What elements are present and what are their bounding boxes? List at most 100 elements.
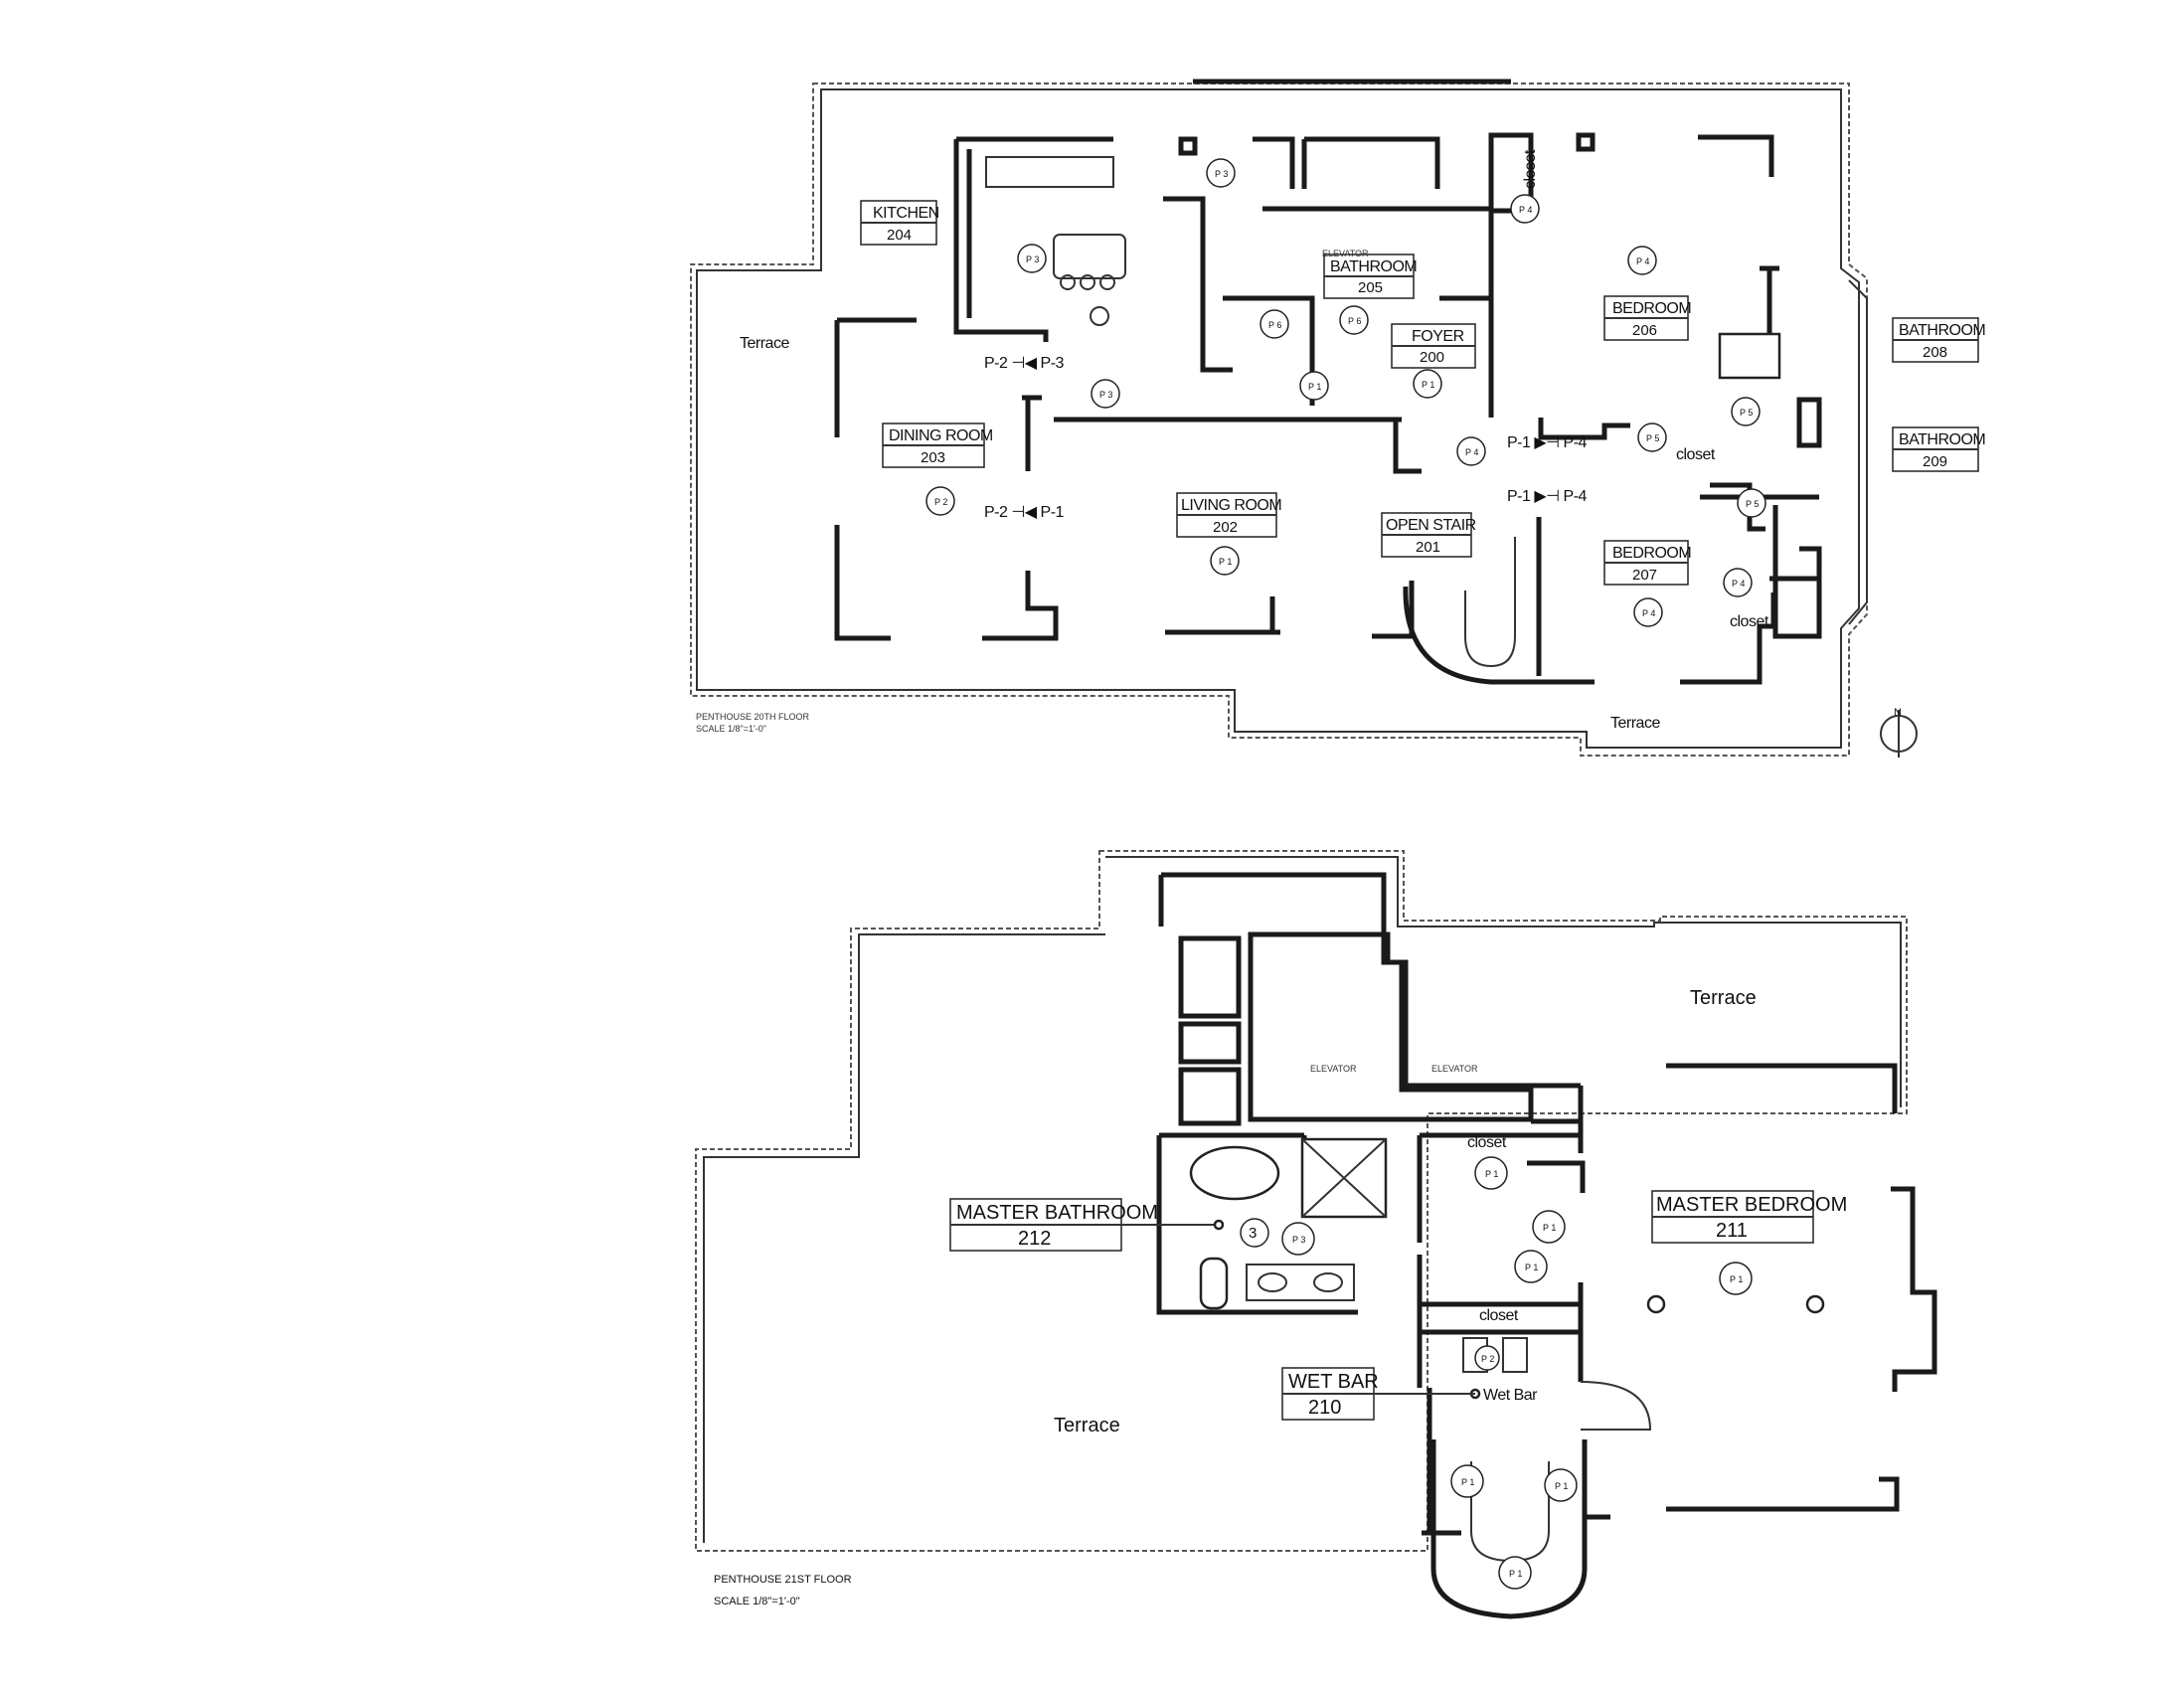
sink bbox=[1313, 1272, 1343, 1292]
tag-p4d: P 4 bbox=[1723, 568, 1753, 597]
room-number: 205 bbox=[1358, 279, 1383, 296]
room-name: OPEN STAIR bbox=[1386, 517, 1476, 534]
svg-text:P 4: P 4 bbox=[1519, 205, 1532, 215]
room-number: 204 bbox=[887, 227, 912, 244]
open-stair-u bbox=[1464, 537, 1516, 668]
floor-21-scale: SCALE 1/8"=1'-0" bbox=[714, 1596, 800, 1607]
closet-label-c: closet bbox=[1730, 613, 1769, 630]
terrace-outline-20-inner bbox=[696, 88, 1860, 749]
svg-text:P 1: P 1 bbox=[1485, 1169, 1498, 1179]
closet-label-a: closet bbox=[1522, 149, 1539, 189]
kitchen-island bbox=[1053, 234, 1126, 279]
finish-tags-21: 3 P 3 P 1 P 1 P 1 P 1 P 1 P 1 P 1 P 2 bbox=[1240, 1156, 1753, 1590]
room-name: DINING ROOM bbox=[889, 427, 993, 444]
room-name: WET BAR bbox=[1288, 1371, 1379, 1393]
room-name: KITCHEN bbox=[873, 205, 939, 222]
svg-text:P 1: P 1 bbox=[1461, 1477, 1474, 1487]
room-kitchen-204: KITCHEN 204 bbox=[860, 200, 939, 246]
kitchen-walls bbox=[953, 136, 1113, 342]
stool bbox=[1080, 274, 1095, 290]
tag-p4e: P 4 bbox=[1456, 436, 1486, 466]
elevator-note-20: ELEVATOR bbox=[1322, 249, 1369, 258]
terrace-outline-20 bbox=[690, 83, 1868, 757]
svg-text:3: 3 bbox=[1249, 1225, 1257, 1242]
room-number: 203 bbox=[921, 449, 945, 466]
bathtub-208 bbox=[1718, 332, 1781, 380]
tag-p4a: P 4 bbox=[1627, 246, 1657, 275]
elevation-ref-c: P-1 ▶⊣ P-4 bbox=[1507, 434, 1588, 451]
tag-p1f: P 1 bbox=[1544, 1468, 1578, 1502]
svg-text:P 4: P 4 bbox=[1636, 256, 1649, 266]
finish-tags-20: P 3 P 3 P 3 P 2 P 1 P 1 P 1 P 4 P 4 P 4 … bbox=[925, 158, 1766, 627]
terrace-outline-21 bbox=[695, 850, 1908, 1552]
room-number: 211 bbox=[1716, 1220, 1748, 1242]
tag-p6: P 6 bbox=[1260, 309, 1289, 339]
room-bathroom-209: BATHROOM 209 bbox=[1892, 426, 1986, 472]
tag-p2: P 2 bbox=[1474, 1345, 1500, 1371]
svg-text:P 1: P 1 bbox=[1555, 1481, 1568, 1491]
tag-p3c: P 3 bbox=[1206, 158, 1236, 188]
elevator-note-21a: ELEVATOR bbox=[1310, 1064, 1357, 1074]
marker-3: 3 bbox=[1240, 1218, 1269, 1248]
core-north-21 bbox=[1158, 872, 1581, 1089]
room-number: 209 bbox=[1923, 453, 1947, 470]
tag-p1e: P 1 bbox=[1450, 1464, 1484, 1498]
sink-bar bbox=[1502, 1337, 1528, 1373]
master-bed-walls bbox=[1666, 1063, 1937, 1512]
floor-20-scale: SCALE 1/8"=1'-0" bbox=[696, 724, 766, 734]
floor-20-plan: Terrace Terrace KITCHEN 204 BATHROOM 205… bbox=[690, 79, 1986, 758]
bath-208-outline bbox=[1848, 279, 1868, 625]
svg-text:P 4: P 4 bbox=[1642, 608, 1655, 618]
floor-21-plan: ELEVATOR ELEVATOR closet closet Wet Bar … bbox=[695, 850, 1937, 1619]
svg-text:P 2: P 2 bbox=[934, 497, 947, 507]
room-name: BATHROOM bbox=[1899, 431, 1985, 448]
north-core-20 bbox=[1253, 136, 1440, 189]
wet-bar-label: Wet Bar bbox=[1483, 1387, 1538, 1404]
bath-209-wall bbox=[1796, 397, 1822, 448]
svg-text:P 1: P 1 bbox=[1543, 1223, 1556, 1233]
tag-p2: P 2 bbox=[925, 486, 955, 516]
stool bbox=[1060, 274, 1076, 290]
room-number: 207 bbox=[1632, 567, 1657, 584]
room-wet-bar-210: WET BAR 210 bbox=[1281, 1367, 1475, 1421]
core-east-21 bbox=[1531, 1086, 1584, 1153]
tag-p4b: P 4 bbox=[1510, 194, 1540, 224]
room-number: 206 bbox=[1632, 322, 1657, 339]
kitchen-counter bbox=[985, 156, 1114, 188]
tag-p1b: P 1 bbox=[1299, 371, 1329, 401]
tag-p4c: P 4 bbox=[1633, 597, 1663, 627]
room-name: MASTER BEDROOM bbox=[1656, 1194, 1847, 1216]
room-master-bedroom-211: MASTER BEDROOM 211 bbox=[1651, 1190, 1847, 1244]
room-foyer-200: FOYER 200 bbox=[1391, 323, 1476, 369]
room-master-bathroom-212: MASTER BATHROOM 212 bbox=[949, 1198, 1225, 1252]
column bbox=[1646, 1294, 1666, 1314]
column bbox=[1576, 132, 1596, 152]
svg-text:P 5: P 5 bbox=[1746, 499, 1759, 509]
stair-21-walls bbox=[1430, 1439, 1610, 1619]
living-wall-s1 bbox=[982, 571, 1059, 641]
dining-wall-sw bbox=[834, 525, 891, 641]
room-name: FOYER bbox=[1412, 328, 1464, 345]
tag-p1a: P 1 bbox=[1210, 546, 1240, 576]
svg-text:P 1: P 1 bbox=[1219, 557, 1232, 567]
master-bath-walls bbox=[1156, 1132, 1358, 1315]
tag-p1a: P 1 bbox=[1474, 1156, 1508, 1190]
terrace-west-label-20: Terrace bbox=[740, 335, 789, 352]
terrace-west-label-21: Terrace bbox=[1054, 1415, 1120, 1436]
svg-text:P 3: P 3 bbox=[1099, 390, 1112, 400]
room-name: BATHROOM bbox=[1330, 258, 1417, 275]
bathtub-21 bbox=[1189, 1145, 1280, 1201]
tag-p5a: P 5 bbox=[1731, 397, 1761, 426]
floor-21-title: PENTHOUSE 21ST FLOOR bbox=[714, 1574, 852, 1586]
floor-20-title: PENTHOUSE 20TH FLOOR bbox=[696, 712, 810, 722]
room-bedroom-206: BEDROOM 206 bbox=[1603, 295, 1692, 341]
dining-wall-e bbox=[1022, 395, 1042, 471]
svg-text:P 5: P 5 bbox=[1646, 433, 1659, 443]
room-name: MASTER BATHROOM bbox=[956, 1202, 1158, 1224]
dining-wall-w bbox=[834, 317, 917, 437]
door-swing bbox=[1580, 1381, 1652, 1431]
elevation-ref-b: P-2 ⊣◀ P-1 bbox=[984, 504, 1065, 521]
tag-p1c: P 1 bbox=[1514, 1250, 1548, 1283]
tag-p3b: P 3 bbox=[1091, 379, 1120, 409]
